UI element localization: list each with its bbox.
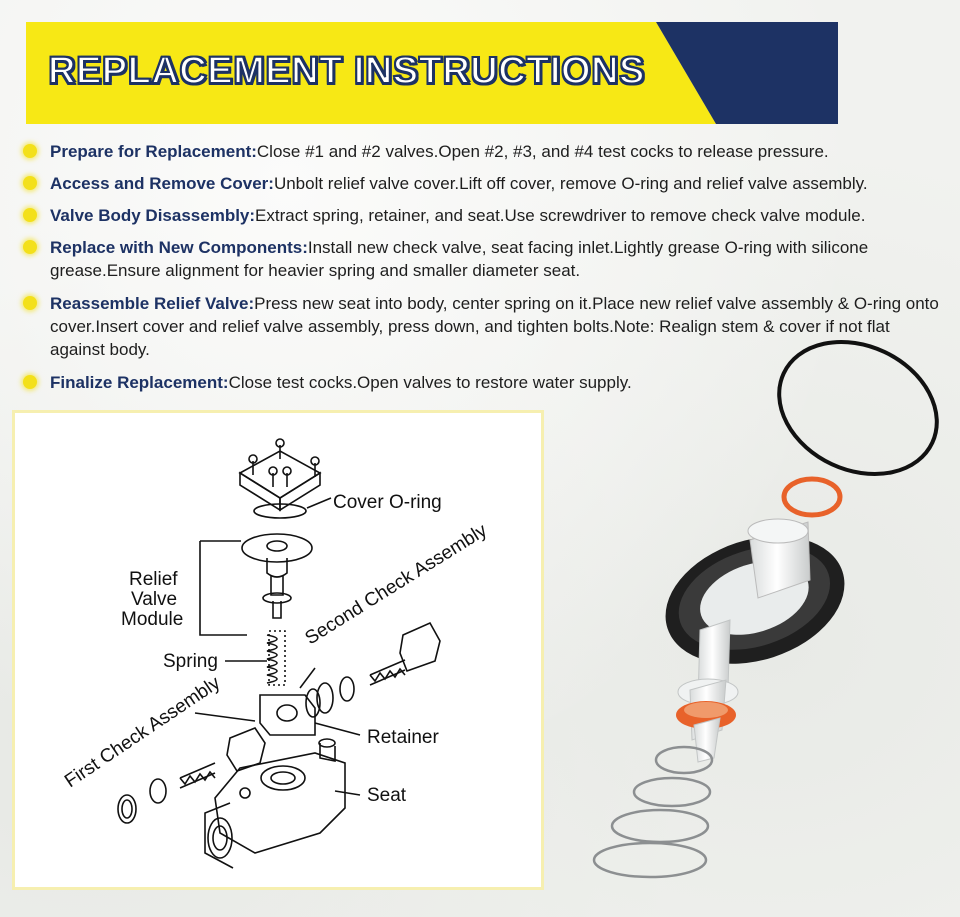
diagram-drawing: Cover O-ring Relief Valve Module Spring … <box>61 438 492 869</box>
bullet-icon <box>23 176 37 190</box>
instruction-list: Prepare for Replacement:Close #1 and #2 … <box>22 140 947 394</box>
label-retainer: Retainer <box>367 727 439 748</box>
valve-body-shape <box>214 752 346 854</box>
step-title: Replace with New Components: <box>50 238 308 257</box>
bullet-icon <box>23 375 37 389</box>
step-title: Access and Remove Cover: <box>50 174 274 193</box>
label-relief-3: Module <box>121 609 183 630</box>
label-cover-oring: Cover O-ring <box>333 492 442 513</box>
exploded-diagram: Cover O-ring Relief Valve Module Spring … <box>12 410 544 890</box>
label-seat: Seat <box>367 785 407 806</box>
small-oring-shape <box>781 476 843 518</box>
step-text: Install new check valve, seat facing inl… <box>50 238 869 280</box>
leader-seat <box>334 790 361 796</box>
step-title: Prepare for Replacement: <box>50 142 257 161</box>
label-relief-2: Valve <box>131 589 177 610</box>
header-banner: REPLACEMENT INSTRUCTIONS <box>26 22 838 124</box>
step-finalize: Finalize Replacement:Close test cocks.Op… <box>22 371 947 394</box>
product-photo <box>592 339 939 879</box>
step-prepare: Prepare for Replacement:Close #1 and #2 … <box>22 140 947 163</box>
page-title: REPLACEMENT INSTRUCTIONS <box>47 49 645 93</box>
diagram-lines <box>117 438 441 869</box>
bullet-icon <box>23 144 37 158</box>
leader-relief-bracket <box>199 541 247 636</box>
label-relief-1: Relief <box>129 569 178 590</box>
step-replace: Replace with New Components:Install new … <box>22 236 947 282</box>
spring-photo-shape <box>592 745 714 879</box>
step-title: Finalize Replacement: <box>50 373 229 392</box>
step-text: Close #1 and #2 valves.Open #2, #3, and … <box>256 142 829 161</box>
step-access: Access and Remove Cover:Unbolt relief va… <box>22 172 947 195</box>
banner-yellow-panel <box>26 22 716 124</box>
step-text: Extract spring, retainer, and seat.Use s… <box>255 206 866 225</box>
spring-shape <box>266 634 278 684</box>
step-title: Valve Body Disassembly: <box>50 206 256 225</box>
retainer-shape <box>259 694 316 736</box>
label-spring: Spring <box>163 651 218 672</box>
cover-oring-shape <box>253 503 307 519</box>
bullet-icon <box>23 240 37 254</box>
step-title: Reassemble Relief Valve: <box>50 294 255 313</box>
step-text: Unbolt relief valve cover.Lift off cover… <box>273 174 868 193</box>
leader-second-check <box>299 667 316 689</box>
second-check-shape <box>399 621 441 673</box>
label-second-check: Second Check Assembly <box>302 520 492 649</box>
leader-cover-oring <box>306 497 332 509</box>
step-text: Close test cocks.Open valves to restore … <box>228 373 632 392</box>
step-disassembly: Valve Body Disassembly:Extract spring, r… <box>22 204 947 227</box>
large-oring-shape <box>777 339 939 477</box>
leader-retainer <box>314 722 361 736</box>
leader-first-check <box>194 712 256 722</box>
bullet-icon <box>23 296 37 310</box>
bullet-icon <box>23 208 37 222</box>
first-check-shape <box>226 727 266 772</box>
step-text: Press new seat into body, center spring … <box>50 294 939 359</box>
relief-diaphragm-shape <box>241 533 313 563</box>
step-reassemble: Reassemble Relief Valve:Press new seat i… <box>22 292 947 361</box>
